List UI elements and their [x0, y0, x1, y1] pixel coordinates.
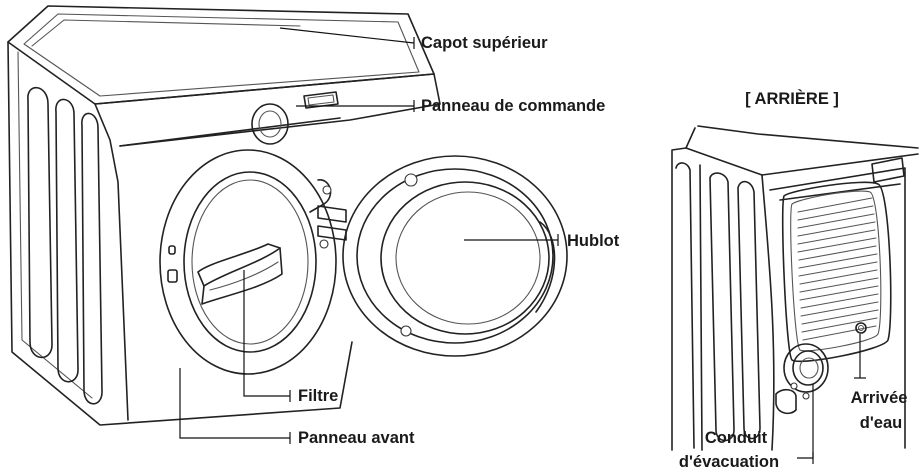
label-exhaust-line1: Conduit [705, 429, 768, 447]
label-control-panel: Panneau de commande [421, 97, 605, 115]
label-water-inlet-line1: Arrivée [851, 389, 908, 407]
label-top-cover: Capot supérieur [421, 34, 548, 52]
label-filter: Filtre [298, 387, 338, 405]
dryer-front-illustration [8, 6, 567, 425]
label-front-panel: Panneau avant [298, 429, 415, 447]
label-water-inlet-line2: d'eau [860, 414, 902, 432]
rear-view-title: [ ARRIÈRE ] [745, 89, 839, 108]
label-exhaust-line2: d'évacuation [679, 453, 779, 471]
vent-slats [798, 198, 878, 340]
label-door: Hublot [567, 232, 620, 250]
